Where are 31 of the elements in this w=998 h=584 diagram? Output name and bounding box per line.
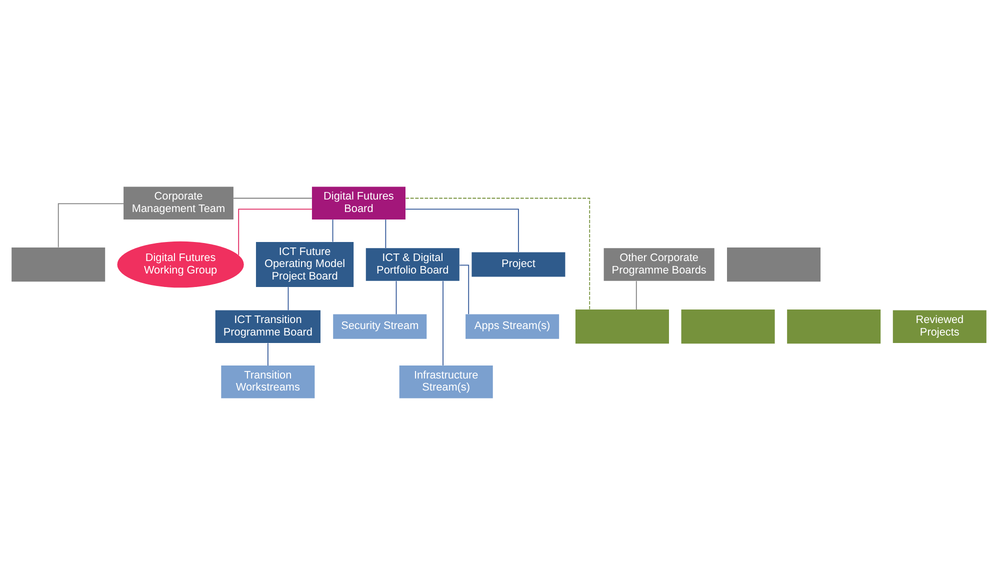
connector [267, 342, 268, 366]
node-box: ICT Future Operating Model Project Board [256, 241, 354, 287]
node-box: Transition Workstreams [221, 365, 315, 398]
connector [233, 197, 312, 198]
connector [636, 280, 637, 310]
node-box: Digital Futures Board [312, 186, 406, 219]
connector [442, 280, 444, 366]
connector [396, 280, 397, 314]
node-ellipse: Digital Futures Working Group [117, 240, 244, 288]
connector [332, 218, 334, 242]
connector [385, 218, 386, 248]
node-box [681, 309, 775, 344]
node-box: Infrastructure Stream(s) [399, 365, 493, 398]
node-box: Corporate Management Team [124, 186, 234, 219]
node-box: Reviewed Projects [892, 310, 986, 342]
node-box: Apps Stream(s) [466, 314, 560, 338]
connector [238, 208, 312, 256]
node-box: ICT & Digital Portfolio Board [366, 248, 460, 280]
node-box: ICT Transition Programme Board [215, 310, 320, 342]
connector [405, 197, 590, 310]
node-box [12, 246, 106, 282]
connector [405, 208, 519, 252]
node-box: Project [472, 252, 566, 276]
connector [459, 264, 470, 314]
node-box: Other Corporate Programme Boards [604, 248, 714, 280]
node-box [727, 246, 821, 282]
node-box [575, 309, 669, 344]
node-box [787, 309, 881, 344]
node-box: Security Stream [333, 314, 427, 338]
connector [288, 286, 289, 310]
connector [58, 202, 124, 248]
